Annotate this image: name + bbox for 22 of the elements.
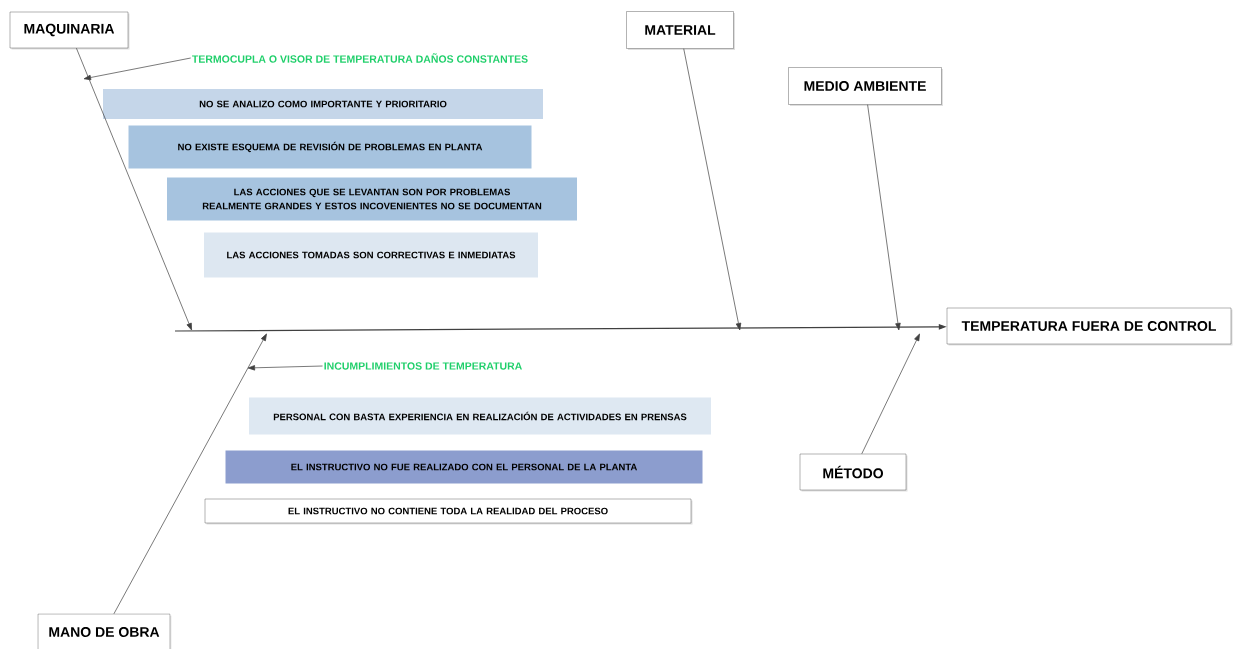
branch-arrow xyxy=(867,104,901,331)
effect-box: TEMPERATURA FUERA DE CONTROL xyxy=(946,307,1233,346)
cause-box: EL INSTRUCTIVO NO CONTIENE TODA LA REALIDAD DEL PROCESO xyxy=(204,498,693,525)
leader-arrow xyxy=(247,365,323,371)
cause-box: EL INSTRUCTIVO NO FUE REALIZADO CON EL PERSONAL DE LA PLANTA xyxy=(225,450,703,484)
cause-box: LAS ACCIONES TOMADAS SON CORRECTIVAS E INMEDIATAS xyxy=(204,232,538,278)
category-box: MANO DE OBRA xyxy=(37,613,172,649)
cause-box: NO SE ANALIZO COMO IMPORTANTE Y PRIORITARIO xyxy=(103,89,543,119)
category-box: MÉTODO xyxy=(799,453,908,492)
category-box: MATERIAL xyxy=(626,11,735,50)
branch-arrow xyxy=(113,333,267,615)
branch-arrow xyxy=(861,333,920,455)
cause-box: NO EXISTE ESQUEMA DE REVISIÓN DE PROBLEMAS EN PLANTA xyxy=(128,125,532,169)
cause-box: PERSONAL CON BASTA EXPERIENCIA EN REALIZACIÓN DE ACTIVIDADES EN PRENSAS xyxy=(249,397,711,435)
branch-arrow xyxy=(683,48,742,331)
cause-label: INCUMPLIMIENTOS DE TEMPERATURA xyxy=(324,362,522,370)
category-box: MEDIO AMBIENTE xyxy=(788,67,943,106)
category-box: MAQUINARIA xyxy=(9,11,130,50)
cause-label: TERMOCUPLA O VISOR DE TEMPERATURA DAÑOS CONSTANTES xyxy=(192,53,528,63)
branch-arrow xyxy=(76,47,192,331)
leader-arrow xyxy=(83,57,192,81)
cause-box: LAS ACCIONES QUE SE LEVANTAN SON POR PROBLEMAS REALMENTE GRANDES Y ESTOS INCOVENIENTES NO SE DOCUMENTAN xyxy=(167,177,577,221)
